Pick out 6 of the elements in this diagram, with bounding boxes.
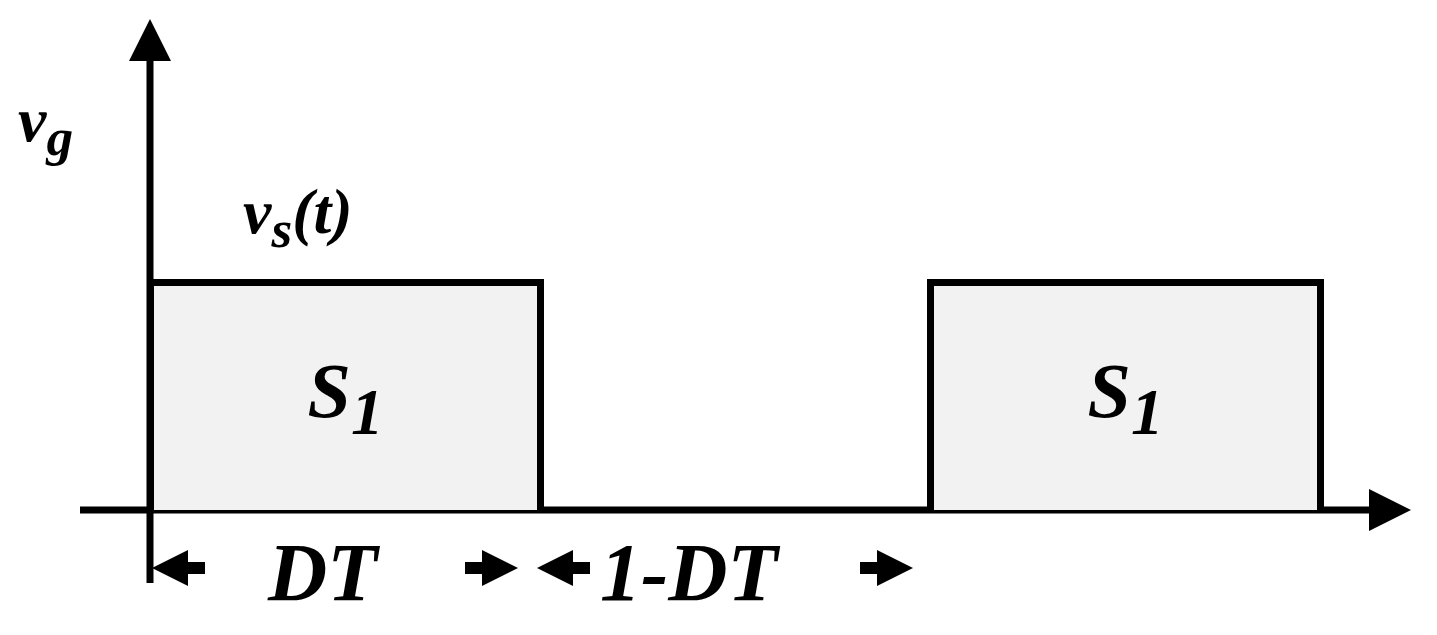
duration-label: DT xyxy=(268,532,378,614)
switch-label: S$_{1}$ xyxy=(307,346,384,450)
switch-label: S$_{1}$ xyxy=(1087,346,1164,450)
waveform-label: v$_{s}$(t) xyxy=(243,180,353,257)
axis-label: v$_{g}$ xyxy=(18,88,74,165)
pulse-box xyxy=(927,279,1324,510)
